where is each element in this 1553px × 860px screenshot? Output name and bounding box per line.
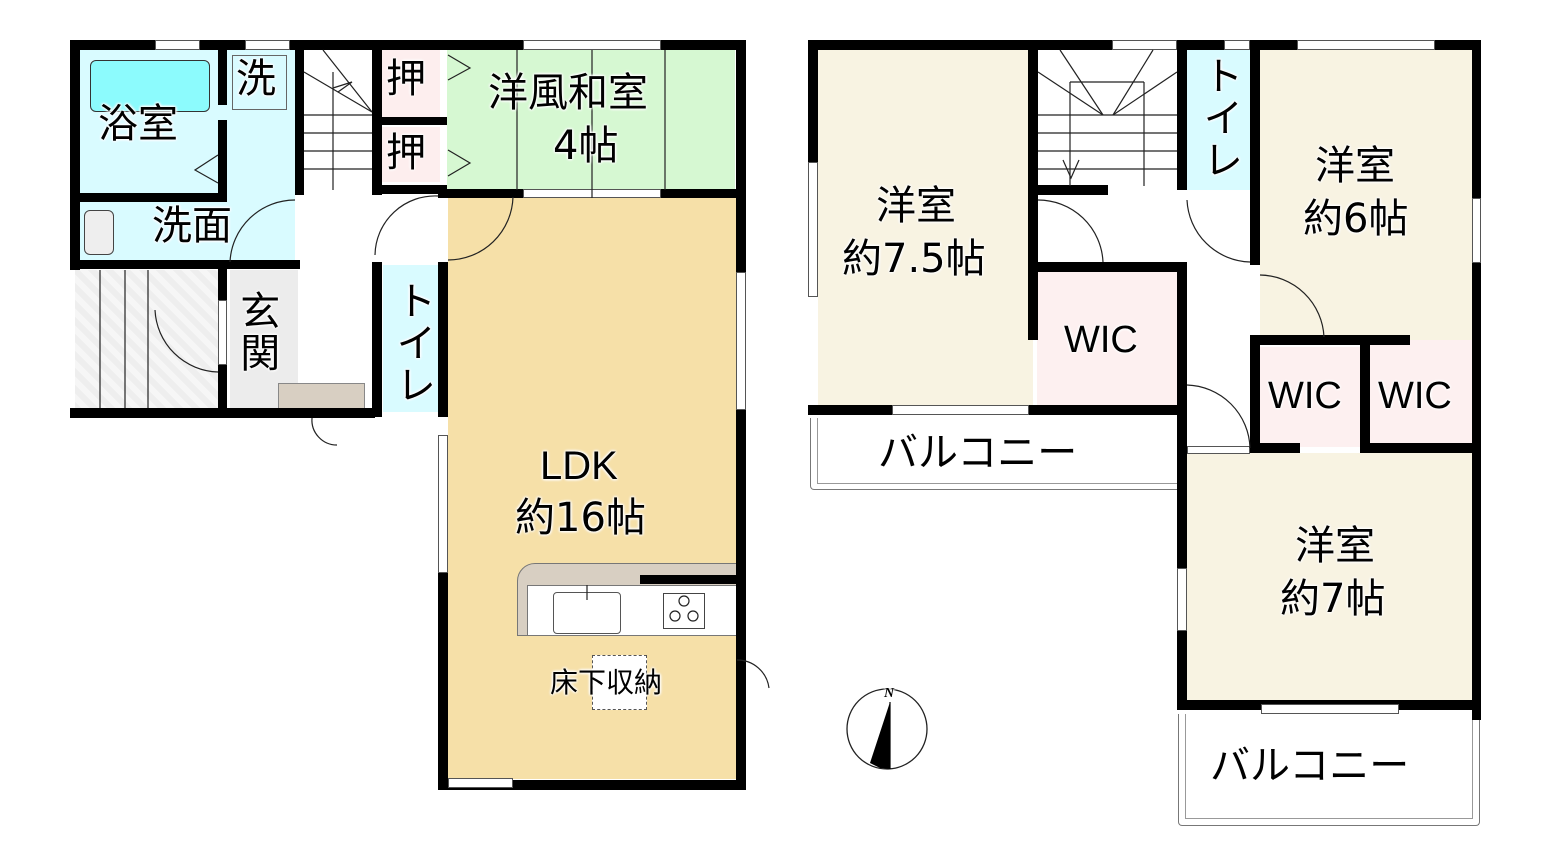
window: [438, 435, 448, 573]
room-label-western-6: 洋室: [1315, 143, 1395, 189]
room-label-toilet-2f: トイレ: [1196, 55, 1243, 181]
room-label-wic-1: WIC: [1064, 319, 1138, 361]
underfloor-storage-label: 床下収納: [550, 666, 663, 699]
wic-room-2: [1258, 347, 1363, 447]
room-label-western-7-5: 洋室: [876, 183, 956, 229]
window: [155, 40, 200, 50]
balcony-rail-2: [1185, 714, 1473, 819]
japanese-room: [447, 50, 735, 190]
western-room-7-5: [818, 50, 1033, 413]
room-label-closet-lower: 押: [386, 130, 426, 176]
window: [1112, 40, 1177, 50]
room-label-japanese-room: 洋風和室: [488, 70, 648, 116]
room-label-wic-2: WIC: [1268, 375, 1342, 417]
room-label-toilet: トイレ: [389, 280, 436, 406]
room-label-bath: 浴室: [98, 101, 178, 147]
window: [1177, 568, 1187, 631]
window: [808, 162, 818, 297]
north-arrow-icon: [846, 688, 928, 770]
wic-room-3: [1370, 340, 1472, 447]
bathtub: [90, 60, 210, 112]
window: [1297, 40, 1435, 50]
room-size-japanese-room: 4帖: [553, 123, 619, 169]
room-label-wic-3: WIC: [1378, 375, 1452, 417]
compass: N: [846, 686, 928, 770]
wic-room-1: [1037, 272, 1177, 410]
wall: [70, 40, 745, 50]
room-size-western-6: 約6帖: [1303, 196, 1409, 242]
room-label-closet-upper: 押: [386, 56, 426, 102]
window: [892, 405, 1029, 415]
window: [1472, 198, 1481, 263]
room-label-ldk: LDK: [540, 444, 618, 488]
stove: [663, 593, 705, 629]
window: [736, 272, 746, 410]
room-size-western-7-5: 約7.5帖: [842, 236, 986, 282]
western-room-7: [1187, 453, 1472, 708]
room-label-balcony-1: バルコニー: [878, 430, 1078, 476]
window: [448, 778, 513, 788]
window: [1261, 704, 1399, 714]
balcony-room-1: [810, 418, 1178, 490]
balcony-room-2: [1178, 714, 1480, 826]
room-label-balcony-2: バルコニー: [1210, 743, 1410, 789]
window: [523, 40, 661, 50]
closet-upper: [380, 50, 440, 120]
room-size-western-7: 約7帖: [1280, 576, 1386, 622]
room-label-western-7: 洋室: [1295, 523, 1375, 569]
window: [1187, 446, 1250, 454]
room-label-entrance: 玄関: [233, 290, 280, 374]
front-door: [218, 300, 227, 365]
sink-basin: [84, 210, 114, 255]
western-room-6: [1260, 50, 1472, 340]
toilet-2f-room: [1187, 50, 1252, 190]
room-label-laundry: 洗: [236, 56, 276, 102]
toilet-room: [383, 265, 438, 412]
underfloor-storage-hatch: [592, 655, 647, 710]
compass-north-label: N: [884, 686, 895, 701]
window: [245, 40, 290, 50]
laundry-machine: [232, 55, 287, 110]
step-board: [278, 383, 365, 410]
window: [1224, 40, 1250, 50]
room-size-ldk: 約16帖: [515, 495, 646, 541]
room-label-washroom: 洗面: [152, 203, 232, 249]
closet-lower: [380, 127, 440, 182]
